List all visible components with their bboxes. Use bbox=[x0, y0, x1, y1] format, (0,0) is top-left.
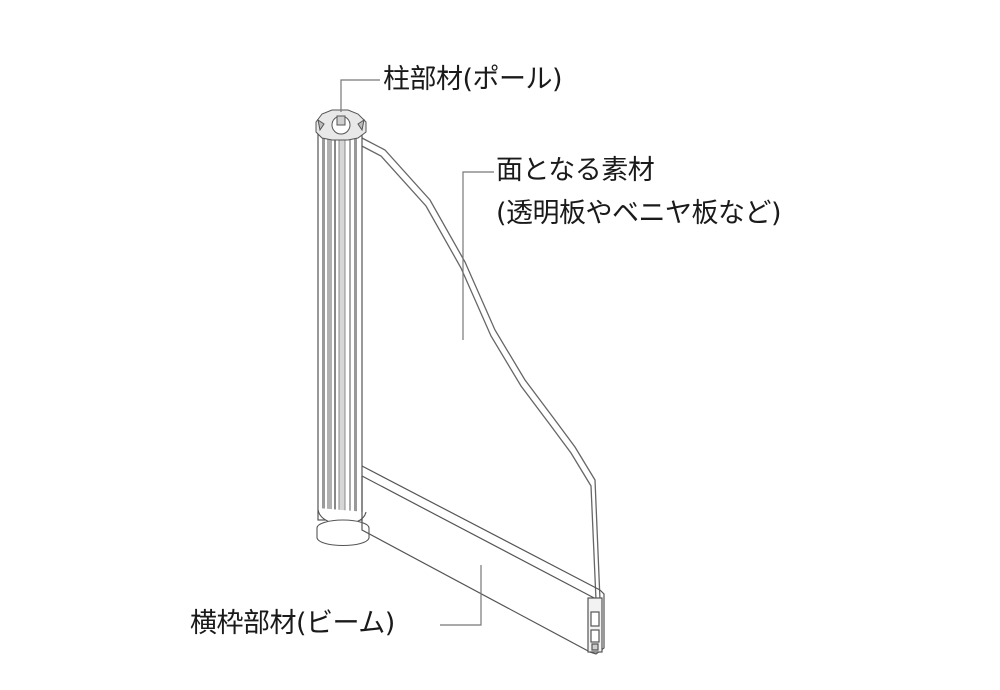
beam bbox=[361, 465, 605, 655]
panel-face bbox=[357, 137, 601, 601]
label-beam: 横枠部材(ビーム) bbox=[190, 608, 395, 639]
leader-panel bbox=[462, 171, 494, 340]
leader-pole bbox=[340, 79, 380, 112]
label-pole: 柱部材(ポール) bbox=[383, 64, 563, 95]
leader-lines bbox=[340, 79, 494, 626]
leader-beam bbox=[440, 565, 482, 626]
pole-column bbox=[315, 109, 370, 546]
label-panel-line2: (透明板やベニヤ板など) bbox=[496, 198, 782, 229]
pole-cross-section bbox=[315, 109, 367, 141]
pole-foot bbox=[316, 507, 370, 546]
label-panel-line1: 面となる素材 bbox=[496, 155, 655, 186]
